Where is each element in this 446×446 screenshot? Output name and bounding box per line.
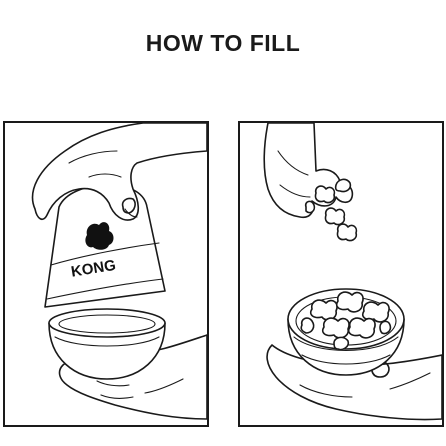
- fill-treats-illustration: [263, 123, 442, 421]
- step-2-panel: [238, 121, 444, 427]
- treat-pieces-icon: [300, 291, 392, 351]
- open-toy-illustration: KONG: [31, 123, 207, 420]
- step-1-panel: KONG: [3, 121, 209, 427]
- brand-label: KONG: [70, 257, 117, 281]
- bowl-base-illustration: [48, 308, 166, 380]
- top-hand-illustration: [31, 123, 207, 221]
- top-hand-illustration: [263, 123, 358, 242]
- lid-illustration: KONG: [44, 184, 166, 308]
- page-title: HOW TO FILL: [145, 30, 301, 56]
- kong-logo-icon: [85, 222, 114, 250]
